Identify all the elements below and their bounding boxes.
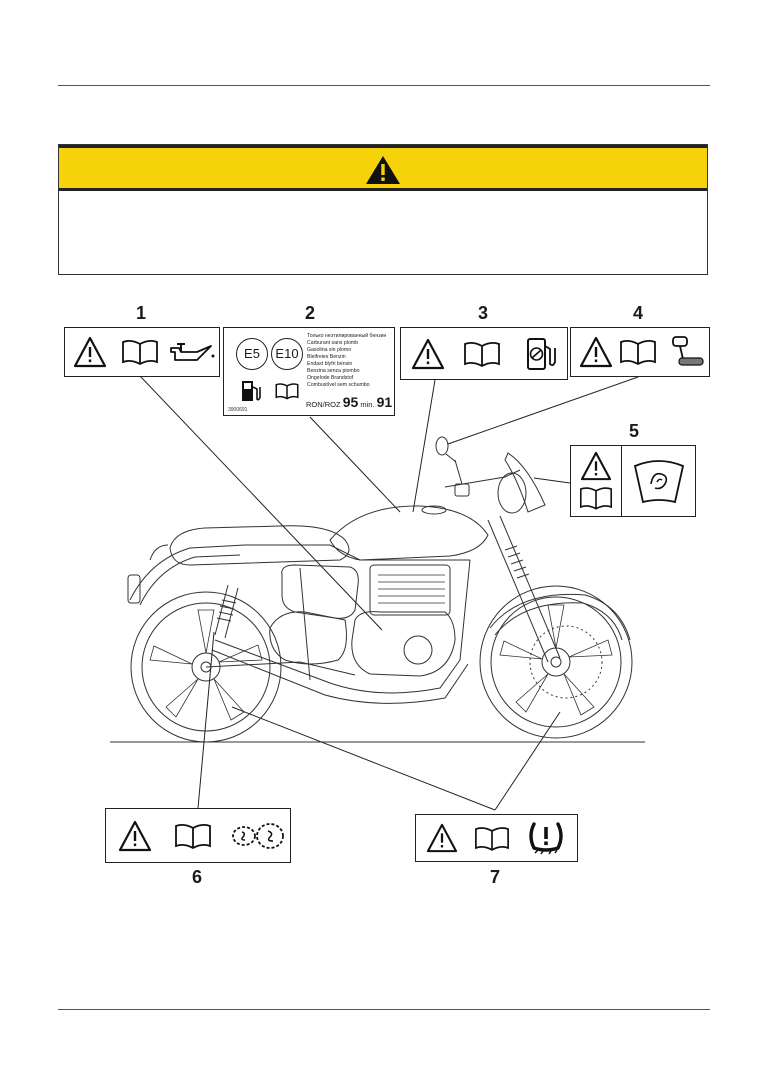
label-number-5: 5 — [628, 421, 639, 441]
fuel-pump-icon — [242, 381, 261, 401]
top-rule — [58, 85, 710, 86]
label-number-6: 6 — [191, 867, 202, 887]
manual-book-icon — [579, 487, 613, 510]
label-number-4: 4 — [632, 303, 643, 323]
label-1-oil-warning — [64, 327, 220, 377]
manual-book-icon — [175, 823, 211, 850]
min-label: min. — [360, 400, 375, 409]
fuel-badge-e10: E10 — [271, 338, 303, 370]
label-7-tyre-warning — [415, 814, 578, 862]
label-5-screen-warning — [570, 445, 696, 517]
fuel-name: Endast blyfri bensin — [307, 361, 353, 367]
fuel-name: Только неэтилированный бензин — [307, 333, 387, 339]
manual-book-icon — [275, 383, 299, 400]
warning-triangle-icon — [366, 156, 400, 184]
manual-book-icon — [122, 339, 158, 366]
label-number-7: 7 — [489, 867, 500, 887]
warning-triangle-icon — [118, 820, 152, 852]
min-value: 91 — [376, 394, 393, 410]
ron-value: 95 — [342, 394, 359, 410]
manual-book-icon — [464, 341, 500, 368]
warning-box — [58, 144, 708, 275]
fuel-name: Benzina senza piombo — [307, 368, 360, 374]
warning-triangle-icon — [411, 338, 445, 370]
chain-icon — [232, 823, 284, 849]
label-6-chain-warning — [105, 808, 291, 863]
mirror-icon — [672, 336, 704, 366]
fuel-badge-e5: E5 — [236, 338, 268, 370]
fuel-name-list: Только неэтилированный бензин Carburant … — [307, 333, 386, 389]
label-number-2: 2 — [304, 303, 315, 323]
tyre-pressure-icon — [529, 822, 563, 855]
no-leaded-fuel-pump-icon — [527, 338, 556, 370]
manual-book-icon — [475, 827, 509, 851]
label-divider — [621, 446, 622, 516]
fuel-name: Bleifreies Benzin — [307, 354, 346, 360]
label-number-1: 1 — [135, 303, 146, 323]
warning-triangle-icon — [580, 451, 612, 481]
fuel-name: Carburant sans plomb — [307, 340, 359, 346]
fuel-name: Gasolina sin plomo — [307, 347, 352, 353]
octane-rating: RON/ROZ 95 min. 91 — [306, 394, 392, 410]
label-4-mirror-warning — [570, 327, 710, 377]
fuel-name: Combustível sem schumbo — [307, 382, 370, 388]
windscreen-clean-icon — [633, 460, 685, 504]
fuel-name: Ongelode Brandstof — [307, 375, 354, 381]
ron-label: RON/ROZ — [306, 400, 341, 409]
warning-bar — [59, 145, 707, 191]
label-number-3: 3 — [477, 303, 488, 323]
label-3-fuel-warning — [400, 327, 568, 380]
bottom-rule — [58, 1009, 710, 1010]
label-2-fuel: E5 E10 Только неэтилированный бензин Car… — [223, 327, 395, 416]
warning-triangle-icon — [73, 336, 107, 368]
oil-can-icon — [170, 343, 215, 361]
warning-triangle-icon — [426, 823, 458, 853]
warning-triangle-icon — [579, 336, 613, 368]
part-code: 3900691 — [228, 407, 248, 413]
manual-book-icon — [620, 339, 656, 366]
